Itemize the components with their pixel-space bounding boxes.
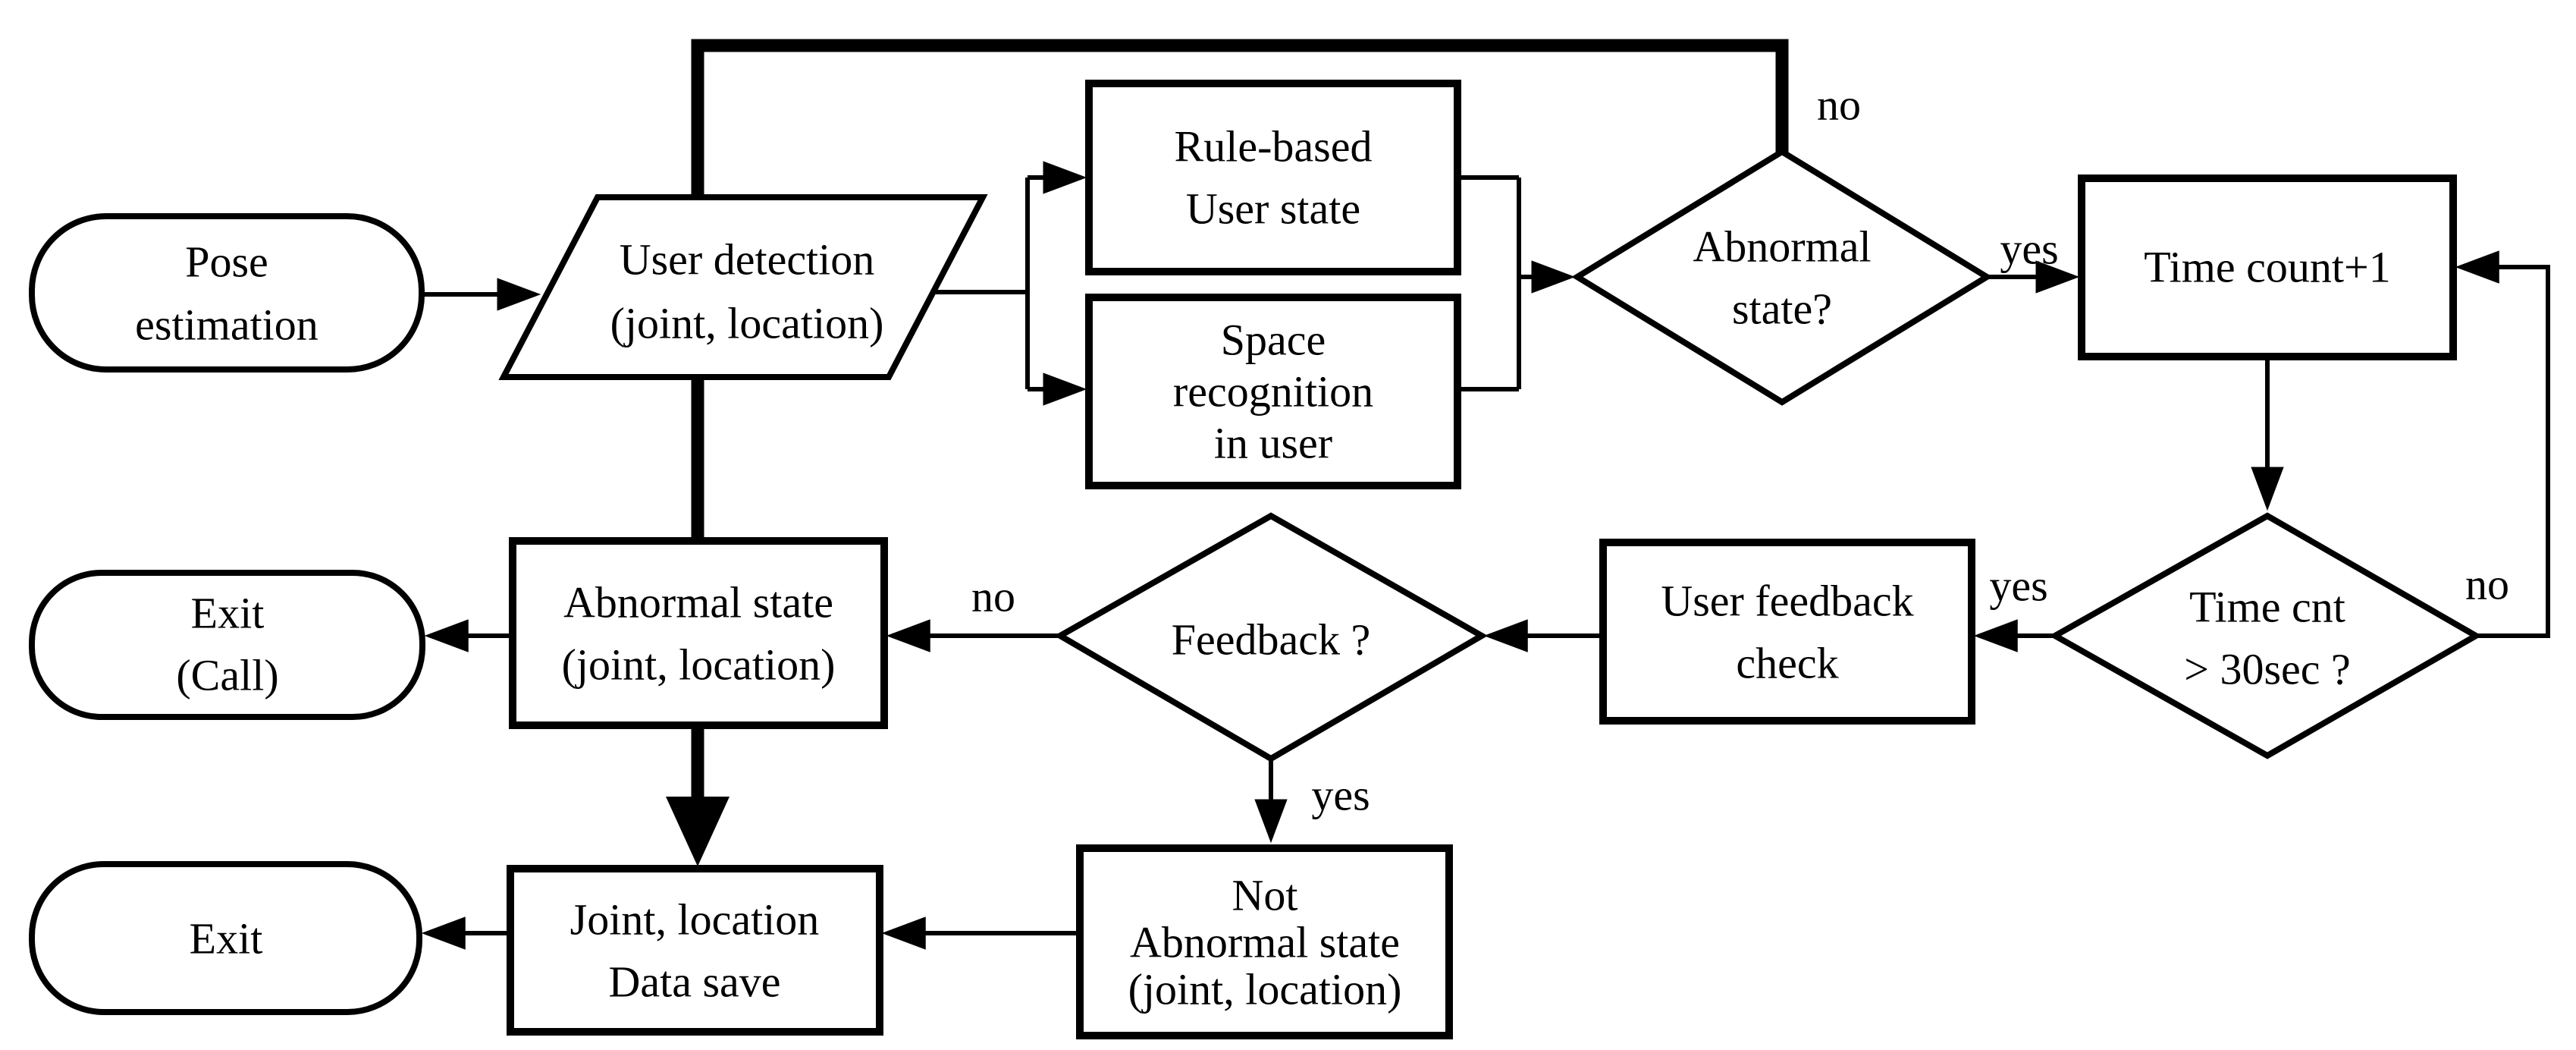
user-detection-label: User detection: [620, 235, 875, 285]
abnormal-state-record-label: Abnormal state: [563, 578, 833, 627]
data-save-shape: [507, 865, 883, 1036]
user-feedback-check-label: check: [1736, 639, 1838, 688]
exit-call-label: (Call): [176, 651, 278, 700]
feedback-q-shape: [1053, 512, 1489, 762]
node-space-recognition: Space recognition in user: [1085, 294, 1461, 489]
time-cnt-q-label: > 30sec ?: [2184, 645, 2351, 694]
time-cnt-q-shape: [2048, 512, 2483, 759]
node-abnormal-state-q: Abnormal state?: [1571, 148, 1993, 406]
not-abnormal-state-label: Abnormal state: [1130, 918, 1400, 967]
abnormal-state-q-shape: [1571, 148, 1993, 406]
data-save-label: Joint, location: [570, 895, 820, 945]
abnormal-state-q-label: state?: [1732, 285, 1832, 334]
node-exit: Exit: [29, 861, 422, 1015]
node-user-detection: User detection (joint, location): [498, 194, 988, 380]
node-rule-based: Rule-based User state: [1085, 80, 1461, 275]
edge-label-time-cnt-yes: yes: [1989, 561, 2047, 611]
thick-arrowhead-icon: [666, 797, 730, 866]
exit-call-shape: [29, 570, 425, 720]
exit-label: Exit: [190, 914, 263, 964]
abnormal-state-q-label: Abnormal: [1693, 222, 1871, 272]
data-save-label: Data save: [608, 957, 780, 1007]
edge-label-feedback-no: no: [971, 572, 1015, 621]
pose-estimation-shape: [29, 213, 425, 373]
rule-based-label: Rule-based: [1175, 122, 1373, 171]
not-abnormal-state-shape: [1076, 844, 1453, 1039]
space-recognition-shape: [1085, 294, 1461, 489]
node-time-count: Time count+1: [2078, 174, 2457, 360]
feedback-q-label: Feedback ?: [1172, 615, 1370, 665]
edge-label-feedback-yes: yes: [1311, 771, 1370, 820]
edge-time-cnt-no-loop: [2455, 250, 2550, 638]
node-time-cnt-q: Time cnt > 30sec ?: [2048, 512, 2483, 759]
user-detection-label: (joint, location): [610, 299, 884, 348]
not-abnormal-state-label: (joint, location): [1128, 965, 1402, 1014]
node-abnormal-state-record: Abnormal state (joint, location): [509, 537, 888, 729]
not-abnormal-state-label: Not: [1232, 871, 1298, 920]
space-recognition-label: Space: [1221, 316, 1326, 365]
space-recognition-label: recognition: [1173, 367, 1373, 417]
exit-shape: [29, 861, 422, 1015]
node-user-feedback-check: User feedback check: [1599, 539, 1975, 725]
node-data-save: Joint, location Data save: [507, 865, 883, 1036]
time-count-label: Time count+1: [2144, 243, 2390, 292]
edge-label-abnormal-no: no: [1817, 80, 1861, 130]
node-pose-estimation: Pose estimation: [29, 213, 425, 373]
node-not-abnormal-state: Not Abnormal state (joint, location): [1076, 844, 1453, 1039]
time-count-shape: [2078, 174, 2457, 360]
exit-call-label: Exit: [191, 589, 265, 638]
rule-based-label: User state: [1186, 184, 1360, 234]
edge-label-time-cnt-no: no: [2465, 560, 2509, 609]
user-detection-shape: [498, 194, 988, 380]
rule-based-shape: [1085, 80, 1461, 275]
abnormal-state-record-shape: [509, 537, 888, 729]
pose-estimation-label: estimation: [135, 300, 318, 350]
user-feedback-check-shape: [1599, 539, 1975, 725]
time-cnt-q-label: Time cnt: [2189, 583, 2345, 632]
edge-label-abnormal-yes: yes: [2000, 225, 2058, 274]
abnormal-state-record-label: (joint, location): [562, 640, 836, 690]
pose-estimation-label: Pose: [185, 237, 268, 287]
space-recognition-label: in user: [1214, 419, 1332, 468]
node-feedback-q: Feedback ?: [1053, 512, 1489, 762]
user-feedback-check-label: User feedback: [1661, 577, 1913, 626]
node-exit-call: Exit (Call): [29, 570, 425, 720]
